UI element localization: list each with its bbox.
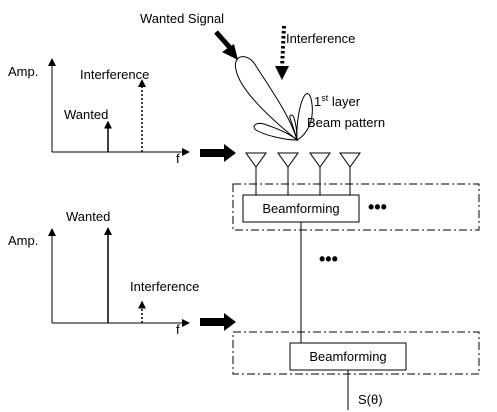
layer-region-bottom [232,331,480,375]
continuation-dots-right: ••• [368,197,387,217]
interference-label-spectrum-bottom: Interference [130,279,199,294]
beamforming-label-top: Beamforming [262,201,339,216]
side-lobe-left [253,123,299,141]
wanted-signal-label: Wanted Signal [140,11,224,26]
flow-arrow-bottom [200,313,236,331]
main-lobe [234,56,298,142]
interference-arrow [275,25,289,80]
f-label-top: f [176,151,180,166]
side-lobe-small [289,114,298,141]
interference-label: Interference [286,31,355,46]
beamforming-label-bottom: Beamforming [309,349,386,364]
antenna-2 [277,152,299,195]
beam-pattern-label: Beam pattern [307,115,385,130]
wanted-label-bottom: Wanted [66,209,110,224]
amp-label-bottom: Amp. [8,233,38,248]
beam-pattern [234,56,313,142]
antenna-array [245,152,361,195]
wanted-signal-arrow [214,30,238,60]
flow-arrow-top [200,144,236,162]
antenna-4 [339,152,361,195]
amp-label-top: Amp. [8,64,38,79]
antenna-1 [245,152,267,195]
interference-label-spectrum-top: Interference [80,67,149,82]
layer-region-top [232,183,480,231]
spectrum-plot-top: Amp. f Wanted Interference [8,58,190,166]
continuation-dots-middle: ••• [319,249,338,269]
output-label: S(θ) [358,392,383,407]
wanted-label-top: Wanted [64,107,108,122]
beamforming-box-bottom [289,342,407,371]
side-lobe-right [296,93,313,141]
antenna-3 [309,152,331,195]
spectrum-plot-bottom: Amp. f Wanted Interference [8,209,199,337]
layer-label: 1st layer [314,93,361,109]
f-label-bottom: f [176,322,180,337]
